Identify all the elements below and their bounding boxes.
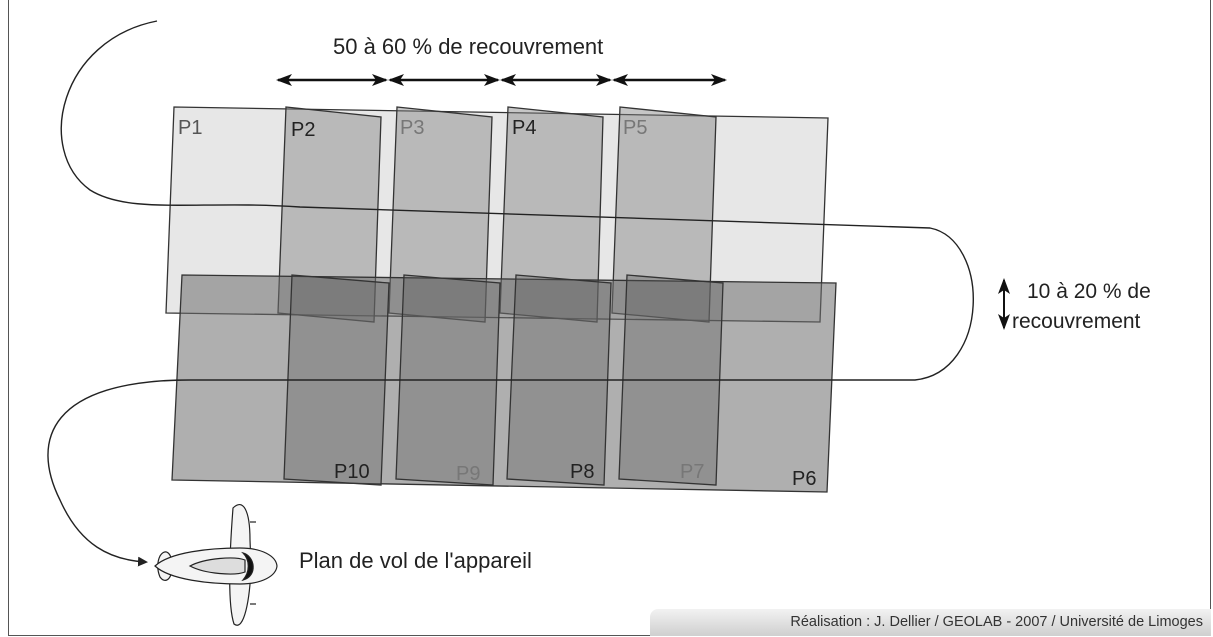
photo-row-1	[165, 106, 829, 323]
label-p4: P4	[512, 117, 536, 139]
side-overlap-label-line1: 10 à 20 % de	[1027, 280, 1151, 303]
airplane-icon	[154, 503, 278, 626]
label-p10: P10	[334, 461, 370, 483]
label-p2: P2	[291, 119, 315, 141]
side-overlap-label-line2: recouvrement	[1012, 310, 1141, 333]
label-p9: P9	[456, 463, 480, 485]
label-p8: P8	[570, 461, 594, 483]
credit-banner: Réalisation : J. Dellier / GEOLAB - 2007…	[650, 609, 1211, 636]
label-p3: P3	[400, 117, 424, 139]
photo-labels: P1 P2 P3 P4 P5 P10 P9 P8 P7 P6	[178, 117, 816, 490]
flight-path	[47, 20, 974, 567]
frame-border	[8, 0, 1211, 636]
photo-p6	[171, 274, 837, 493]
label-p6: P6	[792, 468, 816, 490]
photo-row-2	[171, 274, 837, 493]
label-p7: P7	[680, 461, 704, 483]
forward-overlap-label: 50 à 60 % de recouvrement	[333, 34, 604, 59]
label-p5: P5	[623, 117, 647, 139]
label-p1: P1	[178, 117, 202, 139]
flight-plan-label: Plan de vol de l'appareil	[299, 548, 532, 573]
